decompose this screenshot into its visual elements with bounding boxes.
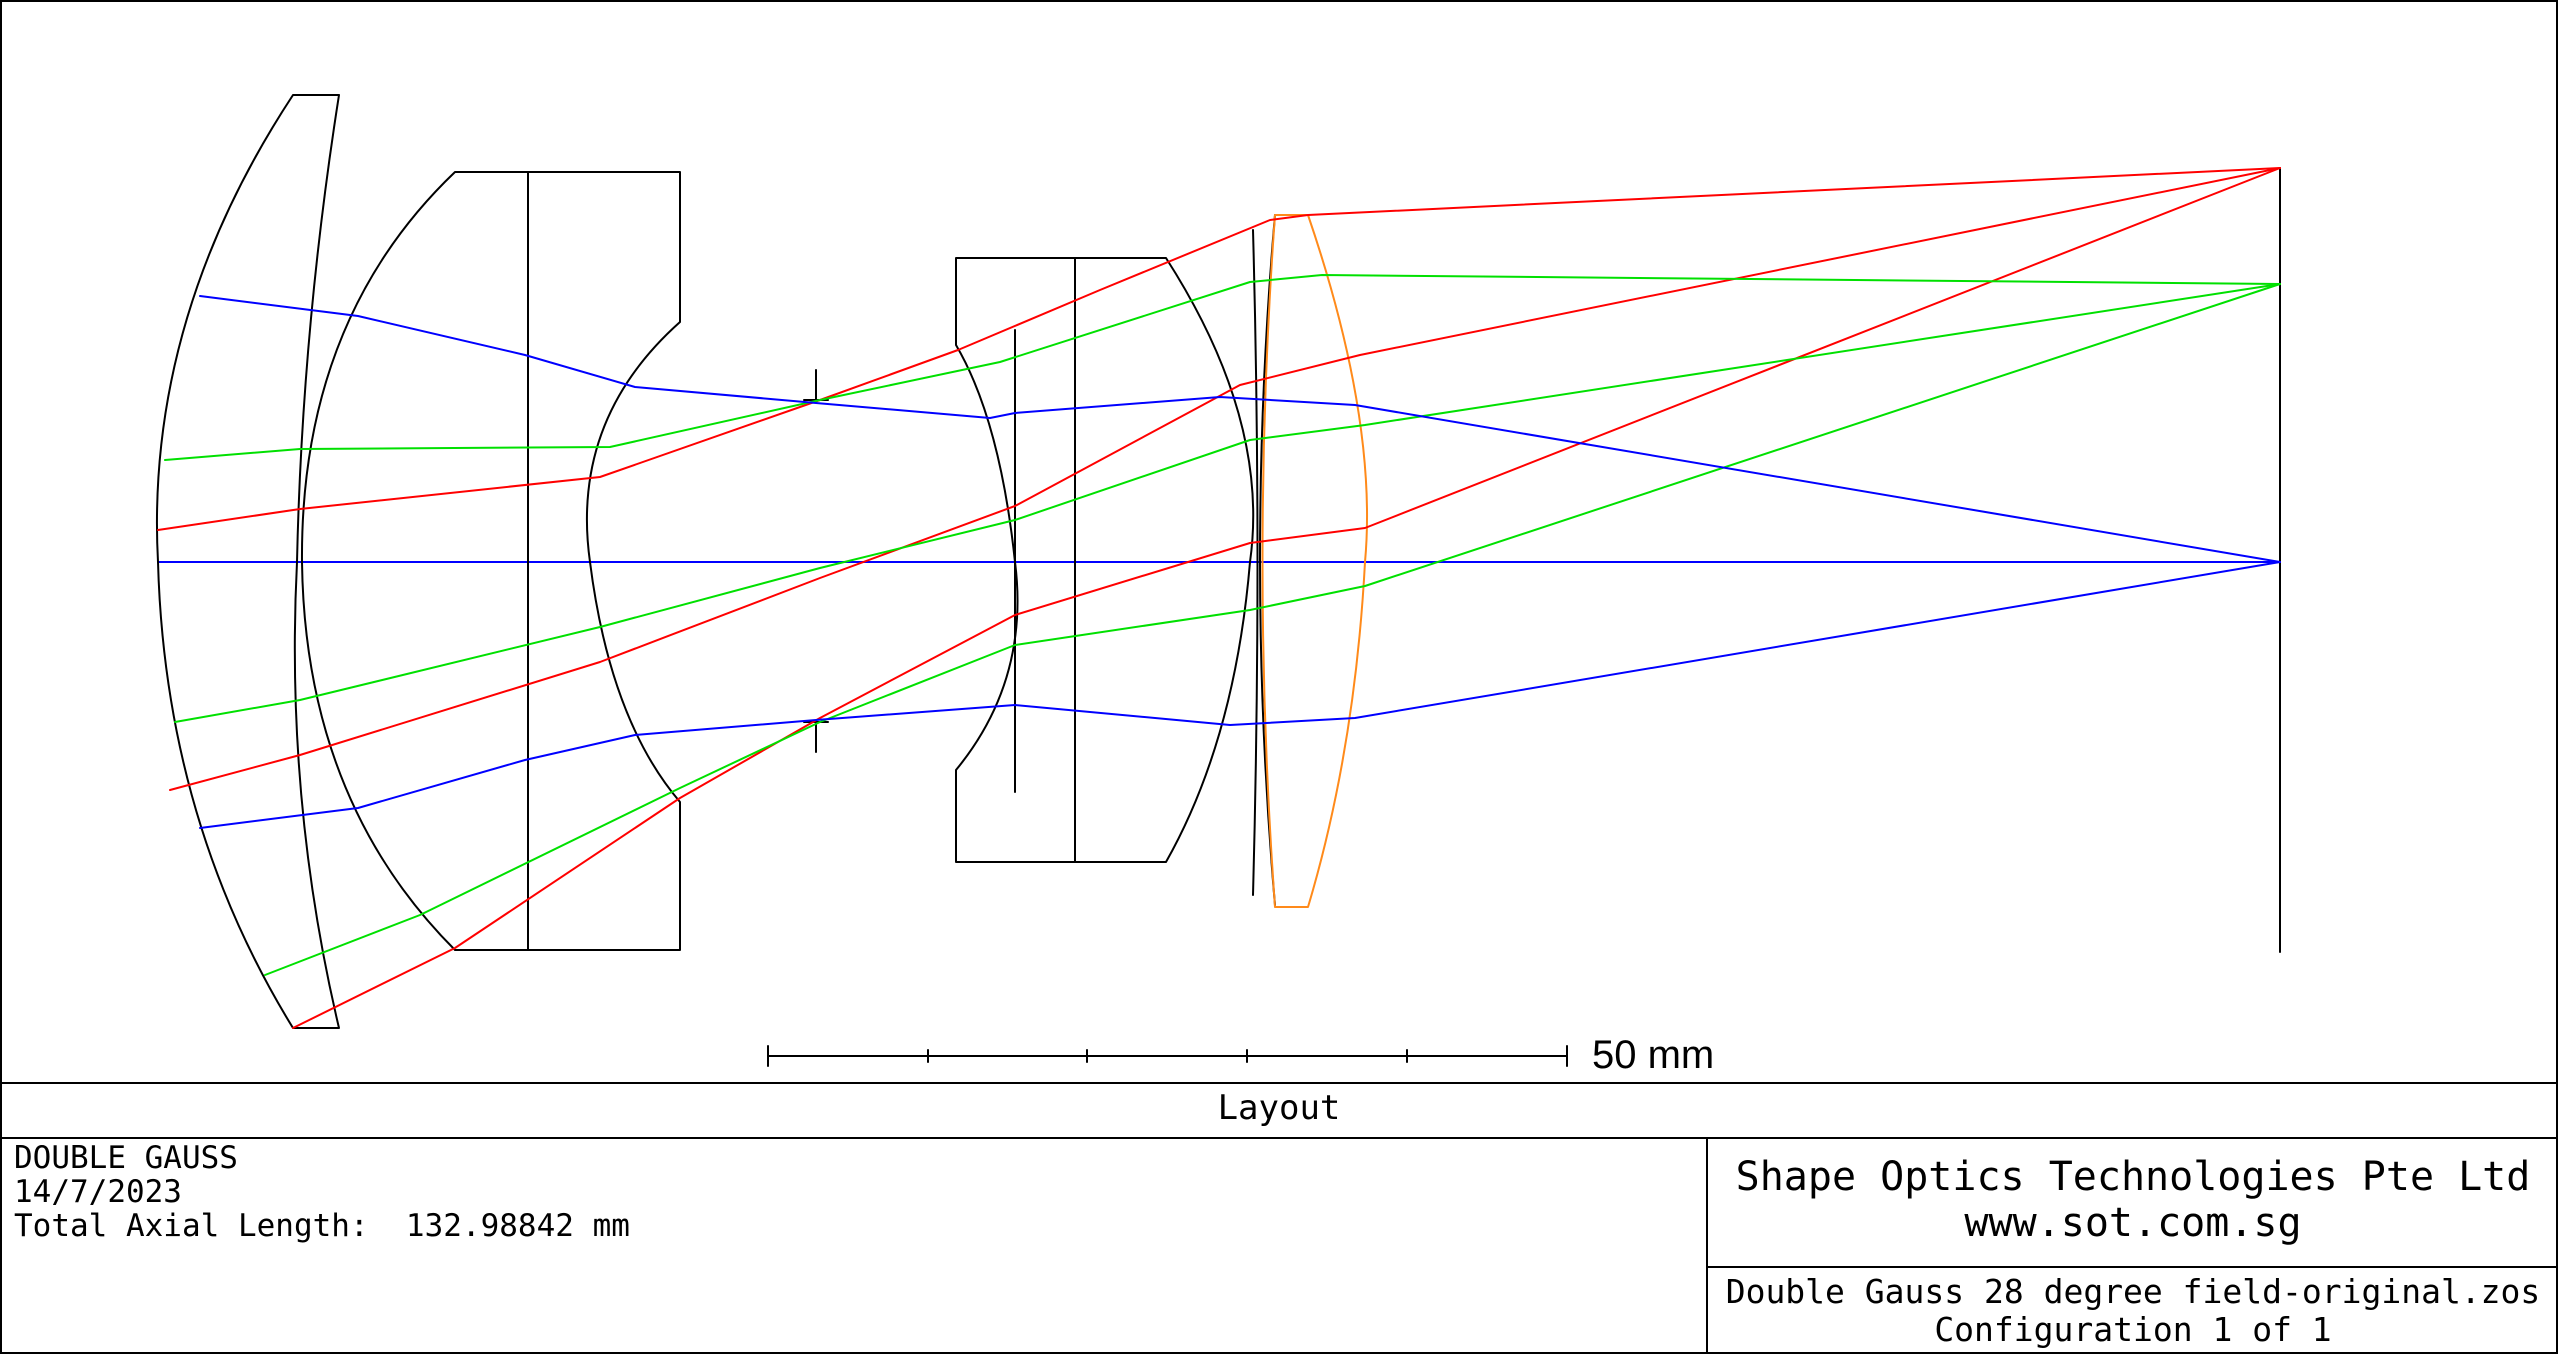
- ray-blue-upper: [199, 295, 2281, 563]
- file-name: Double Gauss 28 degree field-original.zo…: [1725, 1272, 2541, 1311]
- layout-caption: Layout: [1217, 1088, 1341, 1128]
- total-axial-length: Total Axial Length: 132.98842 mm: [14, 1208, 630, 1244]
- ray-fan-green: [164, 274, 2281, 976]
- ray-fan-red: [157, 167, 2281, 1029]
- system-name: DOUBLE GAUSS: [14, 1140, 238, 1176]
- ray-green-lower: [264, 283, 2281, 976]
- footer-divider-vertical: [1706, 1137, 1708, 1354]
- ray-fan-blue: [199, 295, 2281, 829]
- ray-red-lower: [292, 167, 2281, 1029]
- footer-divider-top: [0, 1082, 2558, 1084]
- company-name: Shape Optics Technologies Pte Ltd: [1735, 1154, 2531, 1200]
- creation-date: 14/7/2023: [14, 1174, 182, 1210]
- lens-element-5: [1074, 257, 1255, 863]
- ray-green-upper: [164, 274, 2281, 461]
- scale-bar: [767, 1045, 1568, 1067]
- footer-divider-right: [1706, 1266, 2558, 1268]
- lens-element-6: [1252, 229, 1259, 896]
- selected-lens-element: [1261, 214, 1369, 908]
- ray-red-chief: [169, 167, 2281, 791]
- ray-blue-lower: [199, 561, 2281, 829]
- lens-element-3: [527, 171, 681, 951]
- ray-red-upper: [157, 167, 2281, 531]
- footer-divider-caption: [0, 1137, 2558, 1139]
- lens-element-6-rear: [1259, 214, 1276, 906]
- scale-bar-label: 50 mm: [1592, 1033, 1715, 1077]
- configuration-label: Configuration 1 of 1: [1934, 1310, 2332, 1349]
- lens-element-2: [300, 171, 529, 951]
- ray-green-chief: [174, 283, 2281, 723]
- company-website: www.sot.com.sg: [1964, 1200, 2302, 1246]
